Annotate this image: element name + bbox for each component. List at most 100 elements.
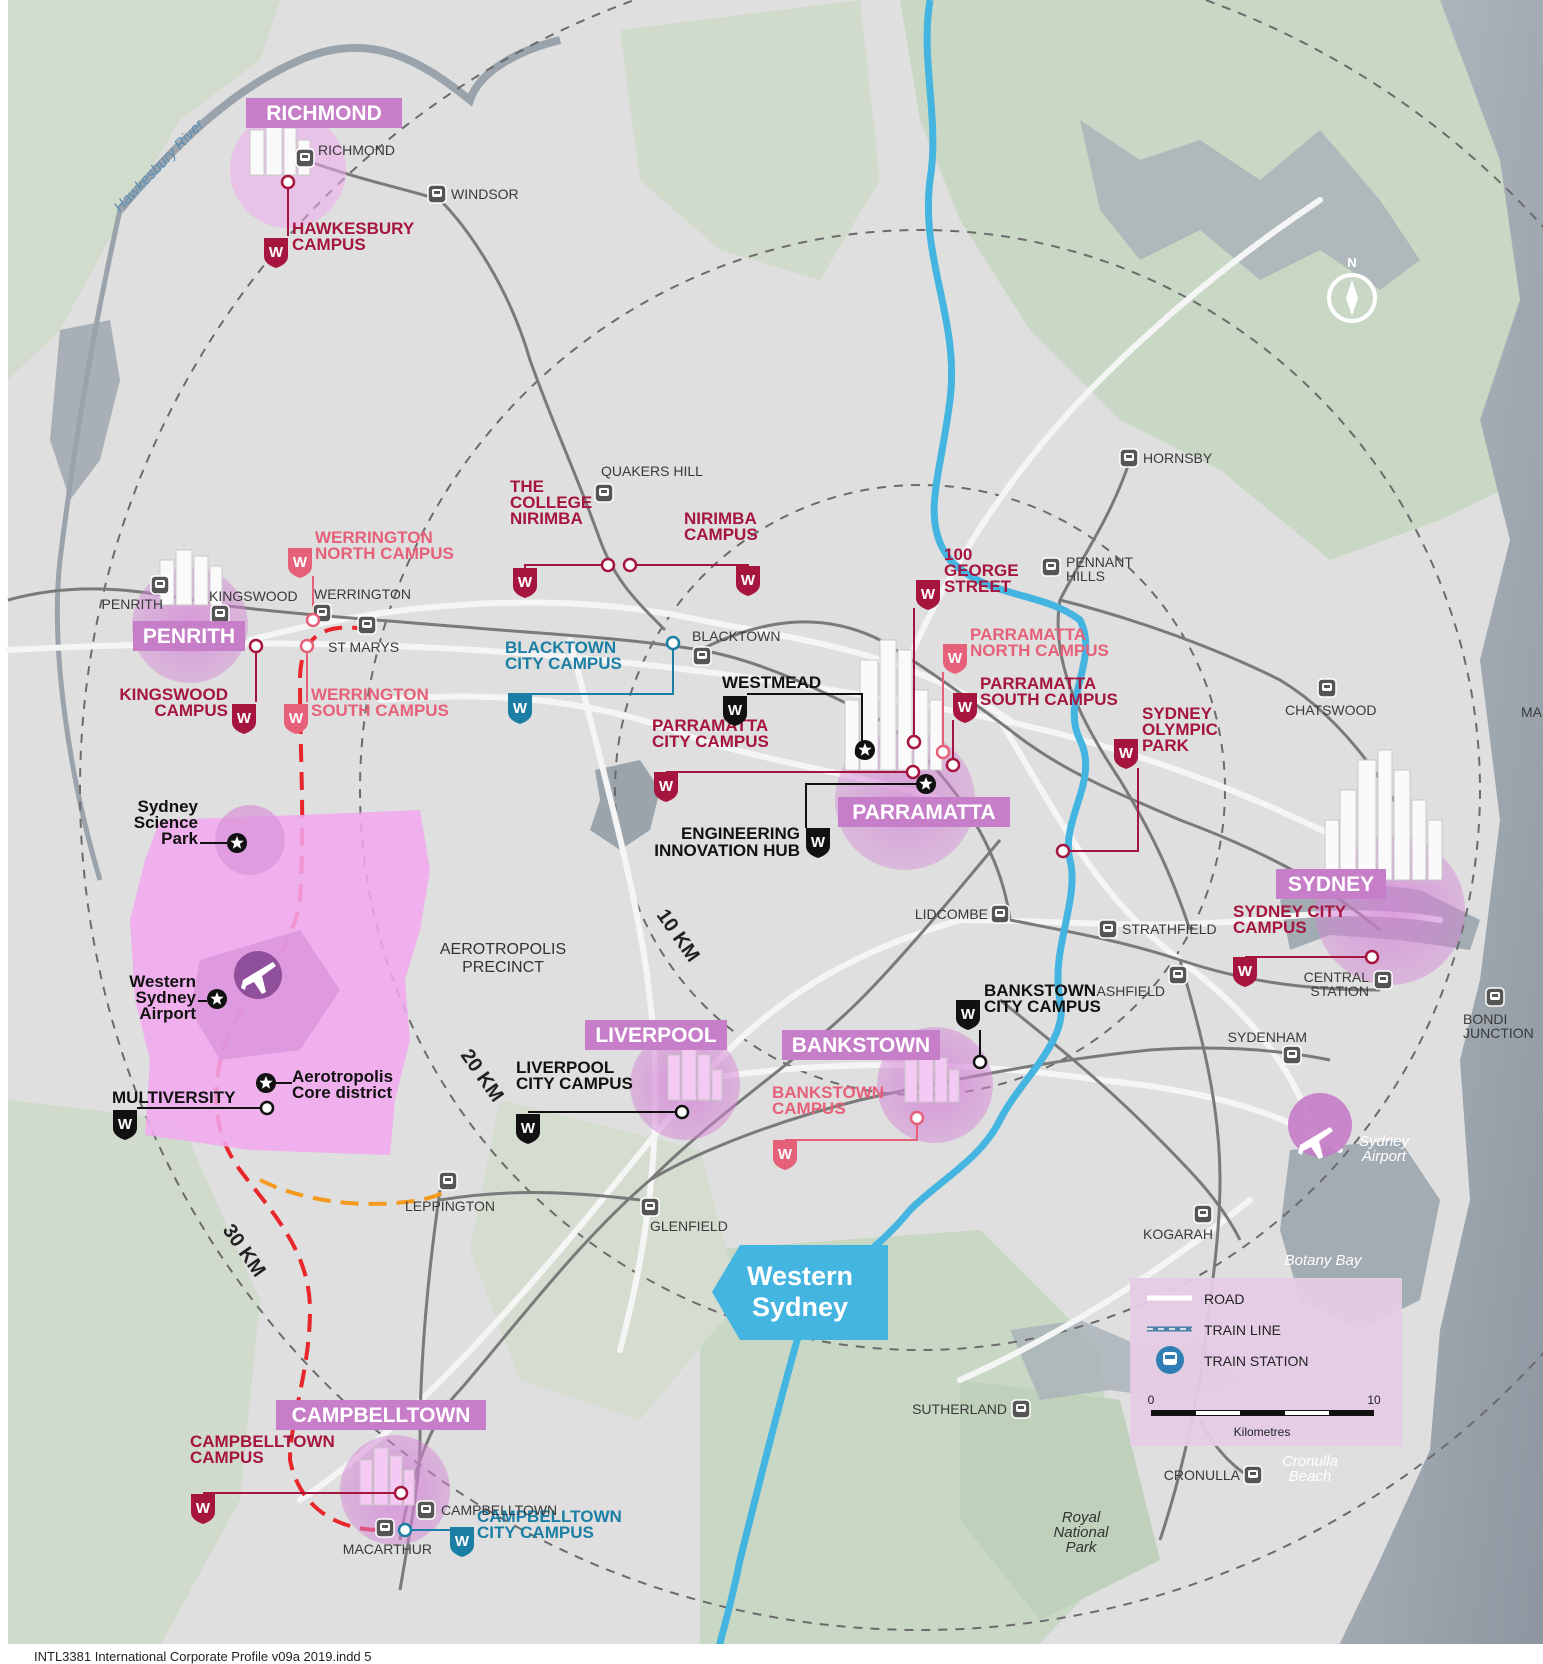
- svg-text:W: W: [118, 1116, 133, 1133]
- station-lidcombe: [990, 904, 1010, 924]
- station-blacktown-label: BLACKTOWN: [692, 628, 780, 644]
- pin-hawkesbury: [280, 174, 296, 190]
- campus-parramatta_north-label: NORTH CAMPUS: [970, 641, 1109, 660]
- station-hornsby-label: HORNSBY: [1143, 450, 1213, 466]
- pin-parramatta_city: [905, 764, 921, 780]
- campus-werrington_north-label: WERRINGTON: [315, 528, 433, 547]
- precinct-campbelltown-label: CAMPBELLTOWN: [292, 1404, 471, 1427]
- precinct-bankstown-label: BANKSTOWN: [792, 1034, 930, 1057]
- pin-nirimba: [622, 557, 638, 573]
- pin-multiversity: [259, 1100, 275, 1116]
- station-kogarah-label: KOGARAH: [1143, 1226, 1213, 1242]
- nepean-river: [54, 209, 123, 881]
- compass-north-label: N: [1347, 255, 1356, 270]
- campus-campbelltown_campus-label: CAMPUS: [190, 1448, 264, 1467]
- penrith-lakes: [50, 320, 120, 500]
- precinct-penrith-label: PENRITH: [143, 625, 235, 648]
- station-macarthur: [375, 1518, 395, 1538]
- leader-westmead: [747, 693, 863, 752]
- legend-train-line-label: TRAIN LINE: [1204, 1322, 1281, 1338]
- place-science_park-label: Park: [161, 829, 198, 848]
- precinct-parramatta-pill: [838, 797, 1010, 827]
- shield-multiversity: W: [113, 1110, 137, 1140]
- campus-george_street-label: 100: [944, 545, 972, 564]
- geo-botany_bay-label: Botany Bay: [1285, 1252, 1363, 1269]
- bushland: [8, 0, 1543, 1664]
- shield-parramatta_city: W: [654, 772, 678, 802]
- shield-werrington_south: W: [284, 704, 308, 734]
- campus-leader-lines: [137, 182, 1372, 1531]
- shield-parramatta_north: W: [943, 644, 967, 674]
- geo-cronulla_beach-label: Cronulla: [1282, 1453, 1338, 1470]
- pin-bankstown_campus: [909, 1110, 925, 1126]
- precinct-parramatta-label: PARRAMATTA: [852, 801, 995, 824]
- station-central-label: STATION: [1310, 983, 1369, 999]
- station-chatswood-label: CHATSWOOD: [1285, 702, 1377, 718]
- svg-text:W: W: [921, 586, 936, 603]
- place-core-label: Aerotropolis: [292, 1067, 393, 1086]
- shield-campbelltown_city: W: [450, 1527, 474, 1557]
- svg-text:W: W: [521, 1120, 536, 1137]
- precinct-liverpool-pill: [585, 1020, 727, 1050]
- station-st_marys: [357, 615, 377, 635]
- precinct-bankstown-pill: [782, 1030, 940, 1060]
- station-pennant_hills-label: PENNANT: [1066, 554, 1133, 570]
- star-wsa: [207, 989, 227, 1009]
- svg-text:W: W: [237, 710, 252, 727]
- place-core-label: Core district: [292, 1083, 392, 1102]
- train-stations: [150, 148, 1505, 1538]
- place-science_park-label: Science: [134, 813, 198, 832]
- sydney-airport-icon: [1298, 1127, 1333, 1159]
- precinct-richmond-label: RICHMOND: [266, 102, 382, 125]
- station-central-label: CENTRAL: [1304, 969, 1370, 985]
- legend-scale-bar: [1151, 1410, 1374, 1416]
- precinct-richmond-pill: [246, 98, 402, 128]
- campus-parramatta_north-label: PARRAMATTA: [970, 625, 1086, 644]
- station-bondi: [1485, 987, 1505, 1007]
- place-science_park-label: Sydney: [138, 797, 199, 816]
- station-lidcombe-label: LIDCOMBE: [915, 906, 988, 922]
- proposed-rail-leppington: [259, 1178, 457, 1206]
- station-leppington-label: LEPPINGTON: [405, 1198, 495, 1214]
- leader-college_nirimba: [524, 564, 608, 568]
- page-left-margin: [0, 0, 8, 1664]
- svg-text:W: W: [811, 834, 826, 851]
- svg-text:W: W: [958, 699, 973, 716]
- campus-sydney_city-label: SYDNEY CITY: [1233, 902, 1347, 921]
- station-kingswood-label: KINGSWOOD: [209, 588, 298, 604]
- pin-campbelltown_city: [397, 1522, 413, 1538]
- shield-george_street: W: [916, 580, 940, 610]
- campus-george_street-label: GEORGE: [944, 561, 1019, 580]
- svg-text:W: W: [513, 700, 528, 717]
- campus-nirimba-label: NIRIMBA: [684, 509, 757, 528]
- legend-train-station-icon: [1156, 1346, 1184, 1374]
- shield-hawkesbury: W: [264, 238, 288, 268]
- svg-text:W: W: [1119, 745, 1134, 762]
- pin-kingswood: [248, 638, 264, 654]
- svg-text:W: W: [518, 574, 533, 591]
- station-windsor: [427, 184, 447, 204]
- station-hornsby: [1119, 448, 1139, 468]
- geo-sydney_airport-label: Sydney: [1359, 1133, 1411, 1150]
- campus-nirimba-label: CAMPUS: [684, 525, 758, 544]
- svg-text:W: W: [455, 1533, 470, 1550]
- shield-kingswood: W: [232, 704, 256, 734]
- legend: ROAD TRAIN LINE TRAIN STATION 0 10 Kilom…: [1130, 1278, 1402, 1446]
- star-science_park: [227, 833, 247, 853]
- western-sydney-airport-icon: [234, 951, 282, 999]
- legend-scale-unit: Kilometres: [1234, 1425, 1291, 1439]
- pin-blacktown: [665, 635, 681, 651]
- station-central: [1373, 970, 1393, 990]
- legend-scale-max: 10: [1367, 1393, 1381, 1407]
- station-campbelltown-label: CAMPBELLTOWN: [441, 1502, 557, 1518]
- campus-olympic_park-label: SYDNEY: [1142, 704, 1213, 723]
- pin-bankstown_city: [972, 1054, 988, 1070]
- svg-text:W: W: [196, 1500, 211, 1517]
- campus-olympic_park-label: PARK: [1142, 736, 1190, 755]
- geo-sydney_airport-label: Airport: [1361, 1148, 1407, 1165]
- aerotropolis-precinct-label: PRECINCT: [462, 959, 544, 976]
- station-campbelltown: [416, 1500, 436, 1520]
- station-quakers_hill-label: QUAKERS HILL: [601, 463, 703, 479]
- svg-text:W: W: [659, 778, 674, 795]
